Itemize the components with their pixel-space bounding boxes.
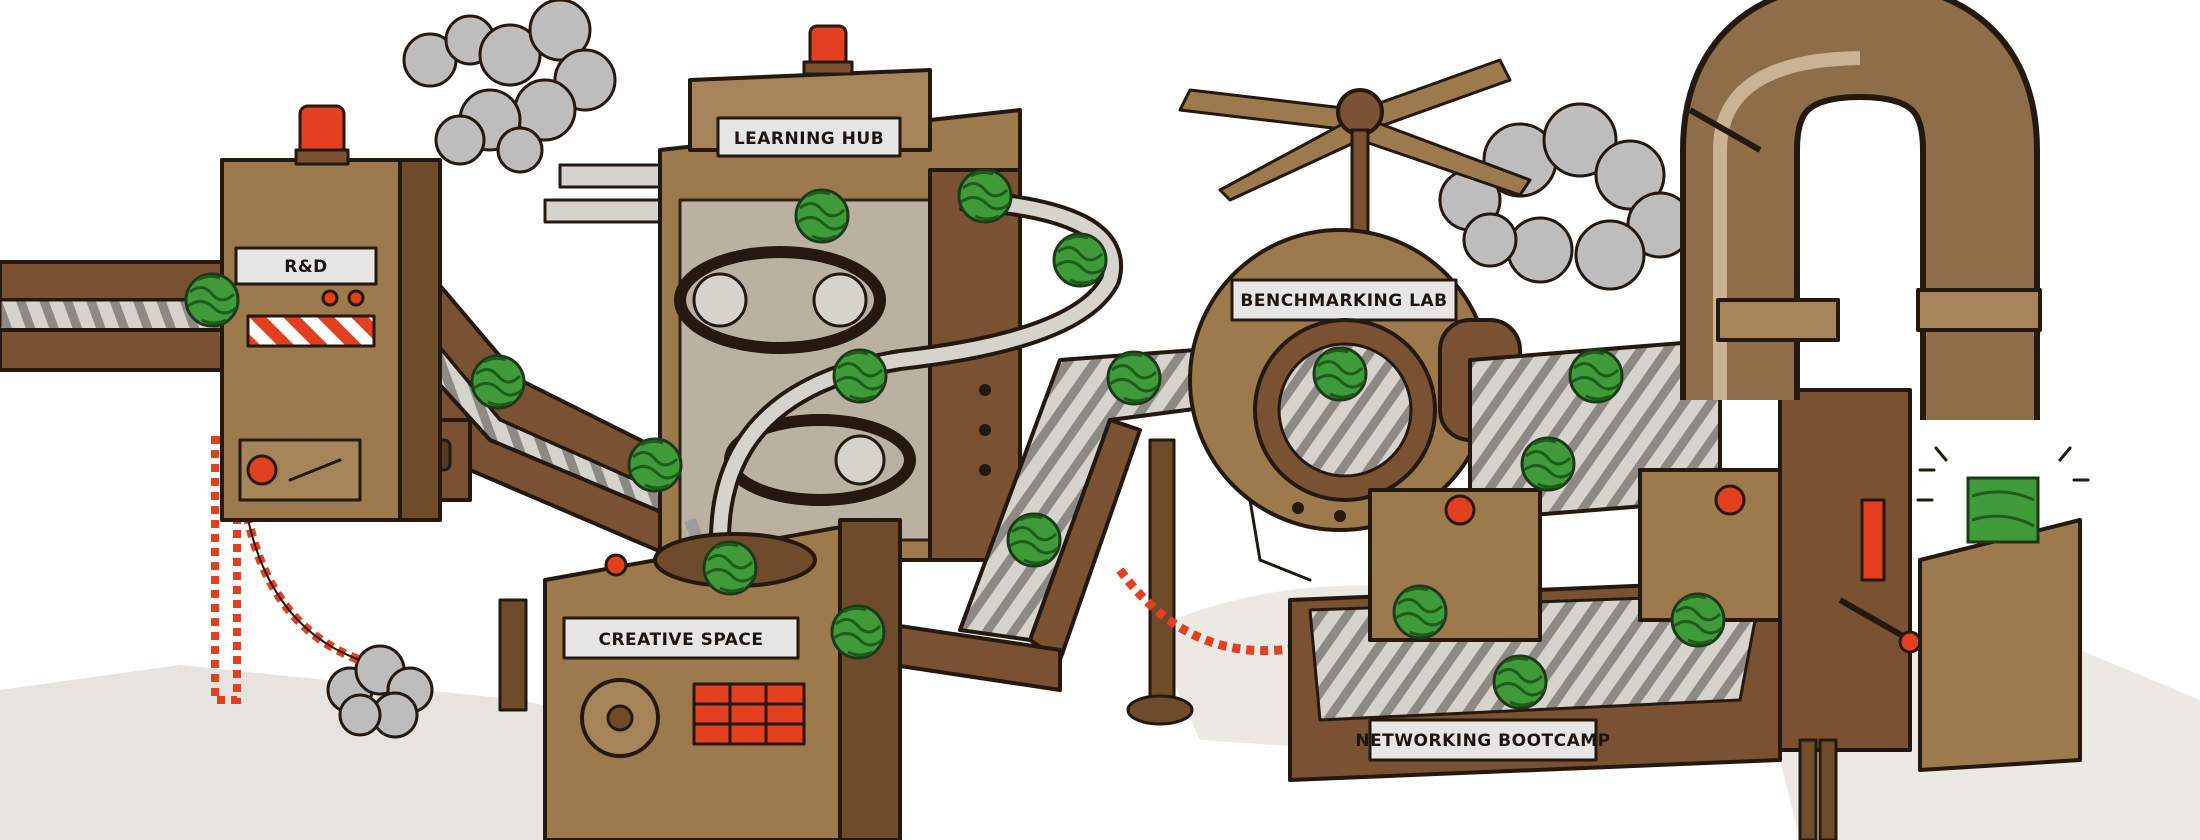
watermelon-icon [1492,654,1548,710]
watermelon-icon [470,354,526,410]
rnd-label-plate [234,246,378,286]
watermelon-icon [794,188,850,244]
networking-bootcamp-label-plate [1368,718,1598,762]
watermelon-icon [957,168,1013,224]
learning-hub-label: LEARNING HUB [734,129,884,149]
creative-space-label: CREATIVE SPACE [598,630,763,650]
watermelon-icon [1568,348,1624,404]
smoke-cloud-icon [326,644,434,739]
propeller-icon [1178,58,1532,242]
watermelon-icon [1106,350,1162,406]
rnd-label: R&D [284,257,328,277]
creative-space-machine: CREATIVE SPACE [543,518,902,840]
exhaust-pipes [543,163,672,224]
output-box [1916,446,2090,772]
learning-hub-label-plate [716,116,902,158]
creative-space-label-plate [562,616,800,660]
watermelon-icon [1052,232,1108,288]
benchmarking-lab-label: BENCHMARKING LAB [1240,291,1447,311]
watermelon-icon [1670,592,1726,648]
smoke-cloud-icon [402,0,617,174]
pipe-icon [1680,0,2042,420]
beacon-light-icon [802,24,854,76]
networking-bootcamp-label: NETWORKING BOOTCAMP [1355,731,1610,751]
watermelon-icon [830,604,886,660]
watermelon-icon [832,348,888,404]
smoke-cloud-icon [1438,102,1694,291]
beacon-light-icon [294,104,350,166]
watermelon-icon [627,437,683,493]
benchmarking-lab-machine: BENCHMARKING LAB [1178,58,1532,582]
rnd-machine: R&D [211,104,442,704]
watermelon-icon [702,540,758,596]
watermelon-icon [184,272,240,328]
hazard-stripes [246,314,376,348]
transport-tubes [709,189,1123,541]
watermelon-icon [1312,346,1368,402]
watermelon-icon [1006,512,1062,568]
watermelon-icon [1392,584,1448,640]
watermelon-icon [1520,436,1576,492]
benchmarking-lab-label-plate [1230,278,1458,322]
watermelon-cube-icon [1966,476,2040,544]
